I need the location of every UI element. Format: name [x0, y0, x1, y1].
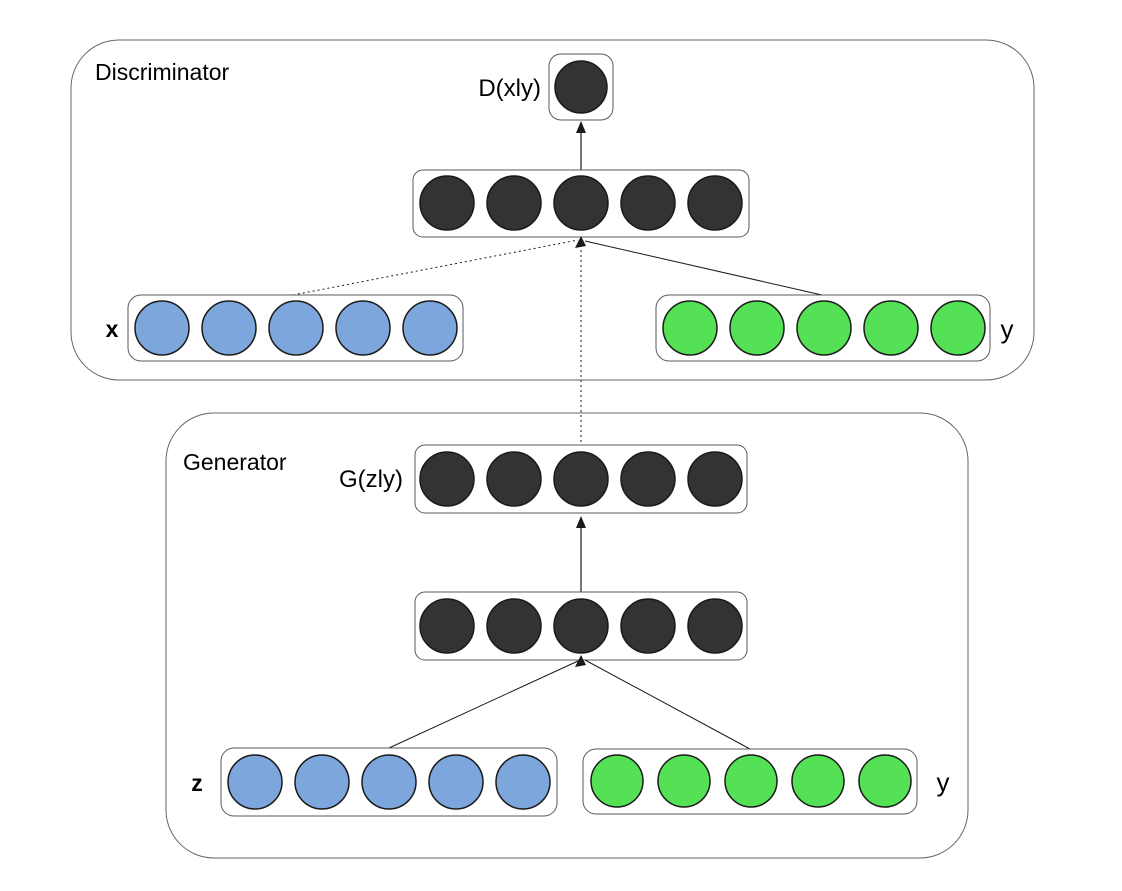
node-circle: [858, 754, 912, 808]
discriminator-output-nodes: [554, 60, 608, 114]
generator-output-label: G(zly): [339, 466, 403, 493]
node-circle: [294, 754, 350, 810]
arrow-up-icon: [576, 516, 586, 528]
generator-title: Generator: [183, 449, 287, 475]
node-circle: [620, 598, 676, 654]
y-input-nodes-disc: [662, 300, 986, 356]
node-circle: [134, 300, 190, 356]
generator-output-nodes: [419, 451, 743, 507]
node-circle: [687, 451, 743, 507]
z-input-label: z: [191, 770, 203, 796]
node-circle: [419, 598, 475, 654]
node-circle: [227, 754, 283, 810]
y-input-label-gen: y: [937, 767, 950, 797]
y-input-layer-box-disc: [655, 294, 991, 362]
connector-z-to-hidden: [388, 660, 579, 749]
node-circle: [268, 300, 324, 356]
node-circle: [486, 598, 542, 654]
node-circle: [863, 300, 919, 356]
node-circle: [428, 754, 484, 810]
z-input-layer-box: [220, 747, 558, 817]
node-circle: [402, 300, 458, 356]
y-input-label-disc: y: [1001, 314, 1014, 344]
generator-hidden-nodes: [419, 598, 743, 654]
node-circle: [554, 60, 608, 114]
node-circle: [796, 300, 852, 356]
connector-y-to-hidden: [584, 240, 823, 296]
x-input-layer-box: [127, 294, 464, 362]
node-circle: [553, 175, 609, 231]
connector-y-to-hidden-gen: [584, 659, 751, 750]
node-circle: [791, 754, 845, 808]
node-circle: [930, 300, 986, 356]
x-input-nodes: [134, 300, 458, 356]
arrow-up-icon: [576, 121, 586, 133]
connector-x-to-hidden-dotted: [292, 239, 579, 296]
node-circle: [657, 754, 711, 808]
x-input-label: x: [106, 316, 119, 342]
discriminator-panel: [70, 39, 1035, 381]
node-circle: [361, 754, 417, 810]
discriminator-title: Discriminator: [95, 59, 230, 85]
node-circle: [729, 300, 785, 356]
node-circle: [620, 175, 676, 231]
node-circle: [620, 451, 676, 507]
node-circle: [335, 300, 391, 356]
z-input-nodes: [227, 754, 551, 810]
node-circle: [553, 598, 609, 654]
node-circle: [687, 175, 743, 231]
arrow-up-icon: [575, 655, 586, 667]
node-circle: [419, 451, 475, 507]
node-circle: [687, 598, 743, 654]
node-circle: [419, 175, 475, 231]
node-circle: [590, 754, 644, 808]
generator-panel: [165, 412, 969, 859]
discriminator-hidden-nodes: [419, 175, 743, 231]
node-circle: [486, 175, 542, 231]
node-circle: [553, 451, 609, 507]
node-circle: [724, 754, 778, 808]
node-circle: [486, 451, 542, 507]
generator-output-layer-box: [414, 444, 748, 514]
y-input-nodes-gen: [590, 754, 912, 808]
node-circle: [201, 300, 257, 356]
y-input-layer-box-gen: [582, 748, 918, 815]
node-circle: [662, 300, 718, 356]
node-circle: [495, 754, 551, 810]
discriminator-output-label: D(xly): [478, 75, 541, 102]
discriminator-output-box: [548, 53, 614, 121]
